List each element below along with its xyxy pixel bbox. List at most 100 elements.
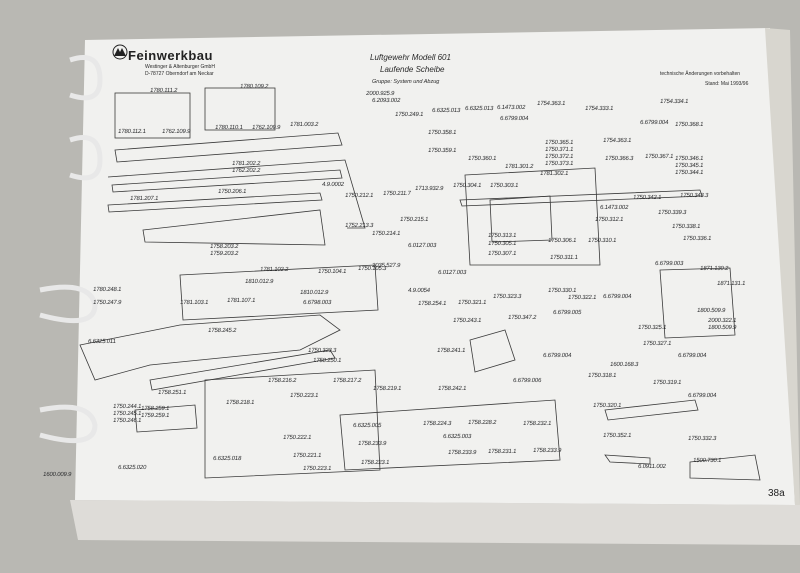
- part-number-label: 1758.245.2: [207, 328, 237, 334]
- part-number-label: 1781.202.2: [231, 161, 261, 167]
- part-number-label: 6.6799.006: [512, 378, 542, 384]
- part-number-label: 1750.371.1: [544, 147, 574, 153]
- part-number-label: 1758.251.1: [157, 390, 187, 396]
- part-number-label: 1750.365.1: [544, 140, 574, 146]
- feinwerkbau-logo-icon: [112, 44, 128, 60]
- part-number-label: 1750.247.9: [92, 300, 122, 306]
- part-number-label: 1750.322.1: [567, 295, 597, 301]
- part-number-label: 6.6325.011: [87, 339, 117, 345]
- part-number-label: 1758.254.1: [417, 301, 447, 307]
- part-number-label: 1750.373.1: [544, 161, 574, 167]
- part-number-label: 1750.319.1: [652, 380, 682, 386]
- page-number: 38a: [768, 488, 785, 499]
- page-sheet: [75, 28, 795, 505]
- part-number-label: 1758.233.9: [447, 450, 477, 456]
- part-number-label: 1759.203.2: [209, 251, 239, 257]
- part-number-label: 6.1473.002: [599, 205, 629, 211]
- part-number-label: 1754.363.1: [536, 101, 566, 107]
- part-number-label: 6.6799.004: [602, 294, 632, 300]
- part-number-label: 1750.352.1: [602, 433, 632, 439]
- part-number-label: 1750.104.1: [317, 269, 347, 275]
- part-number-label: 1750.323.3: [307, 348, 337, 354]
- part-number-label: 6.6799.004: [687, 393, 717, 399]
- part-number-label: 1758.216.2: [267, 378, 297, 384]
- part-number-label: 1600.168.3: [609, 362, 639, 368]
- part-number-label: 1750.243.1: [452, 318, 482, 324]
- part-number-label: 1781.102.2: [259, 267, 289, 273]
- change-notice: technische Änderungen vorbehalten: [660, 71, 741, 77]
- part-number-label: 1758.217.2: [332, 378, 362, 384]
- part-number-label: 6.2093.002: [371, 98, 401, 104]
- part-number-label: 1758.228.2: [467, 420, 497, 426]
- part-number-label: 1758.231.1: [487, 449, 517, 455]
- part-number-label: 1750.223.1: [289, 393, 319, 399]
- part-number-label: 1750.344.1: [674, 170, 704, 176]
- part-number-label: 1781.103.1: [179, 300, 209, 306]
- part-outlines: [79, 87, 761, 481]
- part-number-label: 1750.367.1: [644, 154, 674, 160]
- part-number-label: 6.6798.003: [302, 300, 332, 306]
- part-number-label: 1780.111.2: [149, 88, 178, 94]
- part-number-label: 1758.242.1: [437, 386, 467, 392]
- part-number-label: 1752.213.3: [344, 223, 374, 229]
- part-number-label: 1780.110.1: [214, 125, 244, 131]
- part-number-label: 1758.232.1: [522, 421, 552, 427]
- part-number-label: 1750.206.1: [217, 189, 247, 195]
- part-number-label: 1750.246.1: [112, 418, 142, 424]
- part-number-label: 1871.130.2: [699, 266, 729, 272]
- part-number-label: 1750.223.1: [302, 466, 332, 472]
- part-number-label: 6.0127.003: [407, 243, 437, 249]
- part-number-label: 1750.330.1: [547, 288, 577, 294]
- part-number-label: 2000.322.1: [707, 318, 737, 324]
- company-name: Feinwerkbau: [128, 48, 213, 63]
- part-number-label: 2000.925.9: [365, 91, 395, 97]
- part-number-label: 1754.363.1: [602, 138, 632, 144]
- part-number-label: 1750.360.1: [467, 156, 497, 162]
- diagram-group: Gruppe: System und Abzug: [372, 79, 440, 85]
- part-number-label: 1750.358.1: [427, 130, 457, 136]
- part-number-label: 1781.302.1: [539, 171, 569, 177]
- part-number-label: 1758.233.9: [357, 441, 387, 447]
- part-number-label: 1780.112.1: [117, 129, 147, 135]
- part-number-label: 4.9.0002: [321, 182, 345, 188]
- company-sub2: D-78727 Oberndorf am Neckar: [145, 71, 214, 77]
- part-number-label: 1600.009.9: [42, 472, 72, 478]
- part-number-label: 1754.333.1: [584, 106, 614, 112]
- page-edge-shadow: [765, 28, 800, 505]
- part-number-label: 6.6799.004: [677, 353, 707, 359]
- diagram-subtitle: Laufende Scheibe: [380, 65, 445, 74]
- part-number-label: 6.6799.003: [654, 261, 684, 267]
- part-number-label: 1750.323.3: [492, 294, 522, 300]
- part-number-label: 6.6799.004: [639, 120, 669, 126]
- part-number-label: 1800.509.9: [707, 325, 737, 331]
- part-number-label: 1750.320.1: [592, 403, 622, 409]
- part-number-label: 1758.219.1: [372, 386, 402, 392]
- part-number-label: 6.6325.013: [431, 108, 461, 114]
- part-number-label: 1758.233.9: [532, 448, 562, 454]
- part-number-label: 1781.107.1: [226, 298, 256, 304]
- part-number-label: 6.0127.003: [437, 270, 467, 276]
- page-stack: [70, 500, 800, 545]
- part-number-label: 1750.347.2: [507, 315, 537, 321]
- part-number-label: 1781.207.1: [129, 196, 159, 202]
- part-number-label: 6.6799.004: [542, 353, 572, 359]
- part-number-label: 6.6325.005: [352, 423, 382, 429]
- part-number-label: 1810.012.9: [299, 290, 329, 296]
- part-number-label: 1758.223.1: [360, 460, 390, 466]
- part-number-label: 6.6799.005: [552, 310, 582, 316]
- part-number-label: 1750.304.1: [452, 183, 482, 189]
- part-number-label: 1750.222.1: [282, 435, 312, 441]
- part-number-label: 6.1473.002: [496, 105, 526, 111]
- part-number-label: 6.6799.004: [499, 116, 529, 122]
- revision-date: Stand: Mai 1993/96: [705, 81, 749, 87]
- part-number-label: 1750.221.1: [292, 453, 322, 459]
- part-number-label: 1750.345.1: [674, 163, 704, 169]
- part-number-label: 1750.310.1: [587, 238, 617, 244]
- part-number-label: 1758.218.1: [225, 400, 255, 406]
- part-number-label: 1762.109.9: [251, 125, 281, 131]
- part-number-label: 1750.307.1: [487, 251, 517, 257]
- part-number-label: 1810.012.9: [244, 279, 274, 285]
- part-number-label: 1750.311.1: [549, 255, 579, 261]
- part-number-label: 1750.215.1: [399, 217, 429, 223]
- part-number-label: 1750.339.3: [657, 210, 687, 216]
